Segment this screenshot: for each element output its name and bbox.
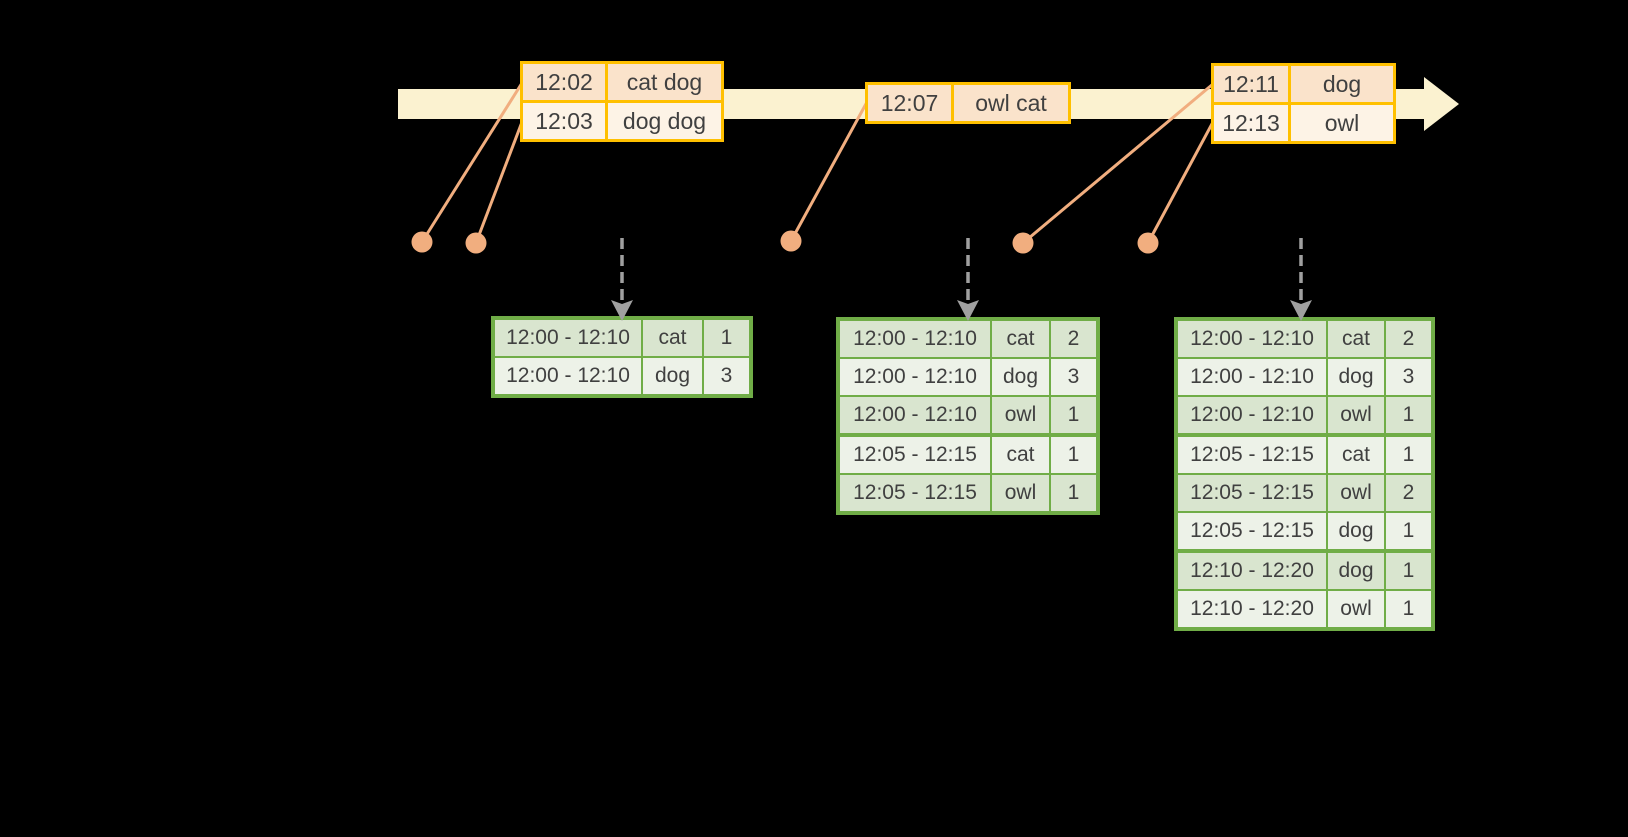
- word: owl: [990, 473, 1051, 514]
- result-row: 12:05 - 12:15 cat 1: [837, 434, 1099, 475]
- word: cat: [990, 318, 1051, 359]
- event-dot-icon: [1012, 232, 1034, 254]
- count: 1: [1384, 550, 1434, 591]
- window-range: 12:10 - 12:20: [1175, 589, 1328, 630]
- window-range: 12:00 - 12:10: [837, 395, 992, 437]
- result-row: 12:05 - 12:15 owl 2: [1175, 473, 1434, 513]
- count: 3: [1384, 357, 1434, 397]
- event-row: 12:13 owl: [1211, 102, 1396, 144]
- event-table-2: 12:07 owl cat: [865, 82, 1071, 124]
- event-time: 12:02: [520, 61, 608, 103]
- word: cat: [990, 434, 1051, 475]
- event-row: 12:11 dog: [1211, 63, 1396, 105]
- trigger-arrow-icon: [611, 238, 633, 321]
- connector-line: [789, 101, 869, 242]
- window-range: 12:05 - 12:15: [1175, 434, 1328, 475]
- event-table-1: 12:02 cat dog 12:03 dog dog: [520, 61, 724, 142]
- word: owl: [1326, 473, 1386, 513]
- event-time: 12:13: [1211, 102, 1291, 144]
- trigger-arrow-icon: [1290, 238, 1312, 321]
- result-row: 12:00 - 12:10 owl 1: [1175, 395, 1434, 437]
- word: owl: [990, 395, 1051, 437]
- result-row: 12:10 - 12:20 dog 1: [1175, 550, 1434, 591]
- word: dog: [1326, 550, 1386, 591]
- word: dog: [1326, 511, 1386, 553]
- event-words: dog: [1288, 63, 1396, 105]
- event-dot-icon: [465, 232, 487, 254]
- window-range: 12:05 - 12:15: [1175, 473, 1328, 513]
- event-dot-icon: [1137, 232, 1159, 254]
- count: 1: [1049, 473, 1099, 514]
- connector-line: [420, 82, 524, 243]
- count: 1: [1384, 589, 1434, 630]
- result-row: 12:00 - 12:10 dog 3: [837, 357, 1099, 397]
- window-range: 12:00 - 12:10: [492, 356, 643, 397]
- event-words: owl cat: [951, 82, 1071, 124]
- window-range: 12:00 - 12:10: [837, 357, 992, 397]
- result-row: 12:05 - 12:15 cat 1: [1175, 434, 1434, 475]
- window-range: 12:00 - 12:10: [1175, 357, 1328, 397]
- event-connector-lines: [420, 82, 1215, 245]
- count: 1: [1049, 434, 1099, 475]
- word: cat: [641, 317, 704, 358]
- event-dots: [411, 230, 1159, 254]
- window-range: 12:00 - 12:10: [1175, 318, 1328, 359]
- window-range: 12:10 - 12:20: [1175, 550, 1328, 591]
- connector-line: [1022, 82, 1214, 245]
- count: 3: [702, 356, 752, 397]
- event-words: dog dog: [605, 100, 724, 142]
- count: 1: [1049, 395, 1099, 437]
- result-row: 12:00 - 12:10 cat 1: [492, 317, 752, 358]
- count: 1: [1384, 434, 1434, 475]
- word: dog: [641, 356, 704, 397]
- count: 2: [1384, 318, 1434, 359]
- connector-line: [474, 121, 524, 244]
- word: dog: [990, 357, 1051, 397]
- result-row: 12:00 - 12:10 cat 2: [837, 318, 1099, 359]
- window-range: 12:05 - 12:15: [837, 473, 992, 514]
- event-time: 12:11: [1211, 63, 1291, 105]
- result-row: 12:10 - 12:20 owl 1: [1175, 589, 1434, 630]
- event-table-3: 12:11 dog 12:13 owl: [1211, 63, 1396, 144]
- result-row: 12:00 - 12:10 owl 1: [837, 395, 1099, 437]
- count: 2: [1049, 318, 1099, 359]
- event-time: 12:03: [520, 100, 608, 142]
- word: cat: [1326, 318, 1386, 359]
- window-range: 12:00 - 12:10: [492, 317, 643, 358]
- word: cat: [1326, 434, 1386, 475]
- result-table-3: 12:00 - 12:10 cat 2 12:00 - 12:10 dog 3 …: [1174, 317, 1435, 631]
- count: 1: [1384, 395, 1434, 437]
- event-row: 12:03 dog dog: [520, 100, 724, 142]
- event-row: 12:02 cat dog: [520, 61, 724, 103]
- event-dot-icon: [411, 231, 433, 253]
- result-table-1: 12:00 - 12:10 cat 1 12:00 - 12:10 dog 3: [491, 316, 753, 398]
- result-row: 12:05 - 12:15 dog 1: [1175, 511, 1434, 553]
- trigger-arrow-icon: [957, 238, 979, 321]
- result-row: 12:00 - 12:10 dog 3: [492, 356, 752, 397]
- count: 3: [1049, 357, 1099, 397]
- result-row: 12:00 - 12:10 cat 2: [1175, 318, 1434, 359]
- window-range: 12:05 - 12:15: [1175, 511, 1328, 553]
- word: owl: [1326, 589, 1386, 630]
- word: dog: [1326, 357, 1386, 397]
- window-range: 12:00 - 12:10: [837, 318, 992, 359]
- event-words: cat dog: [605, 61, 724, 103]
- event-time: 12:07: [865, 82, 954, 124]
- word: owl: [1326, 395, 1386, 437]
- timeline-arrowhead-icon: [1424, 77, 1459, 131]
- event-words: owl: [1288, 102, 1396, 144]
- count: 1: [1384, 511, 1434, 553]
- event-dot-icon: [780, 230, 802, 252]
- connector-line: [1146, 121, 1215, 244]
- count: 1: [702, 317, 752, 358]
- window-range: 12:00 - 12:10: [1175, 395, 1328, 437]
- result-row: 12:00 - 12:10 dog 3: [1175, 357, 1434, 397]
- result-row: 12:05 - 12:15 owl 1: [837, 473, 1099, 514]
- window-range: 12:05 - 12:15: [837, 434, 992, 475]
- count: 2: [1384, 473, 1434, 513]
- event-row: 12:07 owl cat: [865, 82, 1071, 124]
